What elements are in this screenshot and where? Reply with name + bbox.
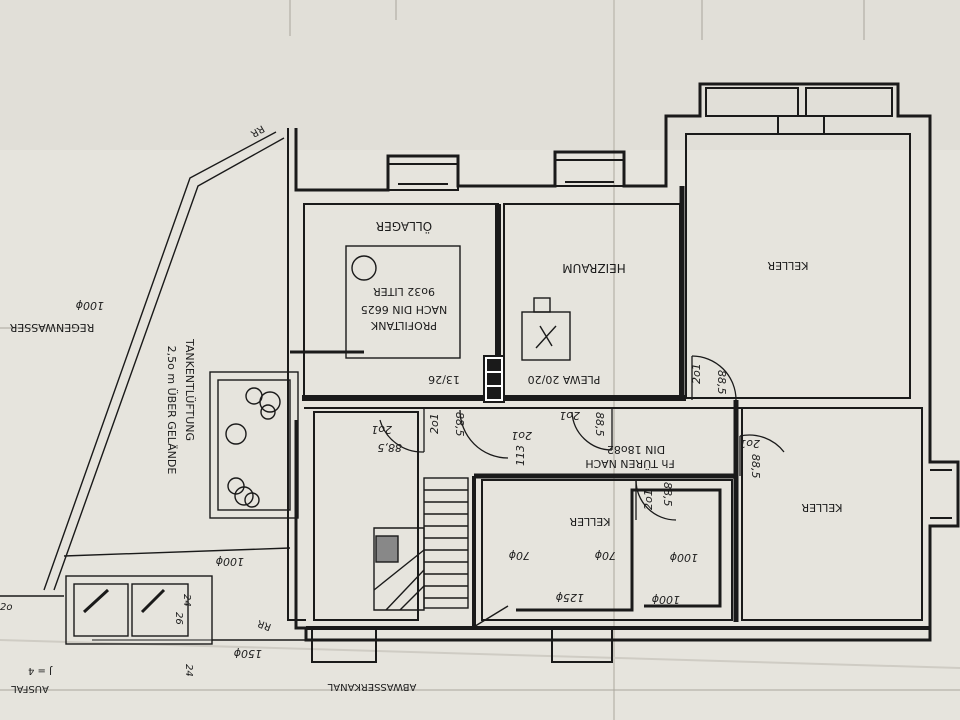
- doors: [379, 355, 785, 521]
- label-tank-line1: PROFILTANK: [370, 319, 437, 332]
- pipe-100-left: 100ϕ: [76, 299, 104, 312]
- dim-d7: 2o1: [559, 409, 580, 422]
- dim-d5: 2o1: [428, 413, 441, 434]
- dim-d6: 88,5: [453, 412, 466, 437]
- label-keller-top-right: KELLER: [767, 259, 808, 272]
- oil-tank-outline: [345, 245, 461, 359]
- label-oellager: ÖLLAGER: [376, 219, 432, 235]
- label-keller-bottom-right: KELLER: [801, 501, 842, 514]
- tank-manhole: [351, 255, 377, 281]
- pipe-70-b: 70ϕ: [595, 549, 616, 562]
- dim-d17: 24: [183, 664, 194, 677]
- dim-d9: 2o1: [739, 437, 760, 450]
- note-door-norm-1: Fh TÜREN NACH: [585, 457, 674, 470]
- note-rr-bottom: RR: [256, 617, 273, 632]
- dim-d12: 88,5: [661, 482, 674, 507]
- note-j4: J = 4: [28, 665, 53, 676]
- pipe-100-bottom: 100ϕ: [652, 593, 680, 606]
- dim-d4: 88,5: [378, 441, 403, 454]
- dim-d15: 24: [181, 594, 192, 607]
- note-tank-vent-1: TANKENTLÜFTUNG: [183, 338, 196, 441]
- dim-d3: 2o1: [371, 423, 392, 436]
- note-abwasserkanal: ABWASSERKANAL: [327, 681, 416, 692]
- dim-d2: 88,5: [715, 370, 728, 395]
- label-keller-center: KELLER: [569, 515, 610, 528]
- note-ausfall: AUSFAL: [11, 683, 49, 694]
- pipe-100-right: 100ϕ: [670, 551, 698, 564]
- background-guides: [0, 0, 960, 691]
- note-plewa: PLEWA 20/20: [528, 373, 601, 386]
- dim-d1: 2o1: [690, 363, 703, 384]
- boiler: [521, 297, 571, 361]
- dim-d10: 88,5: [749, 454, 762, 479]
- paper-shade-top: [0, 0, 960, 150]
- pipe-150: 150ϕ: [234, 647, 262, 660]
- label-tank-line2: NACH DIN 6625: [361, 303, 447, 316]
- note-regenwasser: REGENWASSER: [9, 321, 94, 334]
- note-tank-vent-2: 2,5o m ÜBER GELÄNDE: [165, 346, 178, 475]
- label-heizraum: HEIZRAUM: [562, 261, 626, 275]
- dim-d8: 88,5: [593, 412, 606, 437]
- chimneys: [483, 355, 505, 403]
- note-door-norm-2: DIN 18o82: [607, 443, 665, 456]
- dim-d16: 26: [173, 612, 184, 625]
- dim-d14: 113: [514, 445, 527, 466]
- staircase: [373, 477, 469, 611]
- dim-d18: 2o: [0, 602, 12, 613]
- pipe-70-a: 70ϕ: [509, 549, 530, 562]
- pipe-100-mid: 100ϕ: [216, 555, 244, 568]
- pipe-125: 125ϕ: [556, 591, 584, 604]
- dim-d11: 2o1: [642, 489, 655, 510]
- note-chimney-13-26: 13/26: [428, 373, 460, 386]
- label-tank-line3: 9o32 LITER: [373, 285, 435, 298]
- site-elements: [0, 131, 722, 645]
- dim-d13: 2o1: [511, 429, 532, 442]
